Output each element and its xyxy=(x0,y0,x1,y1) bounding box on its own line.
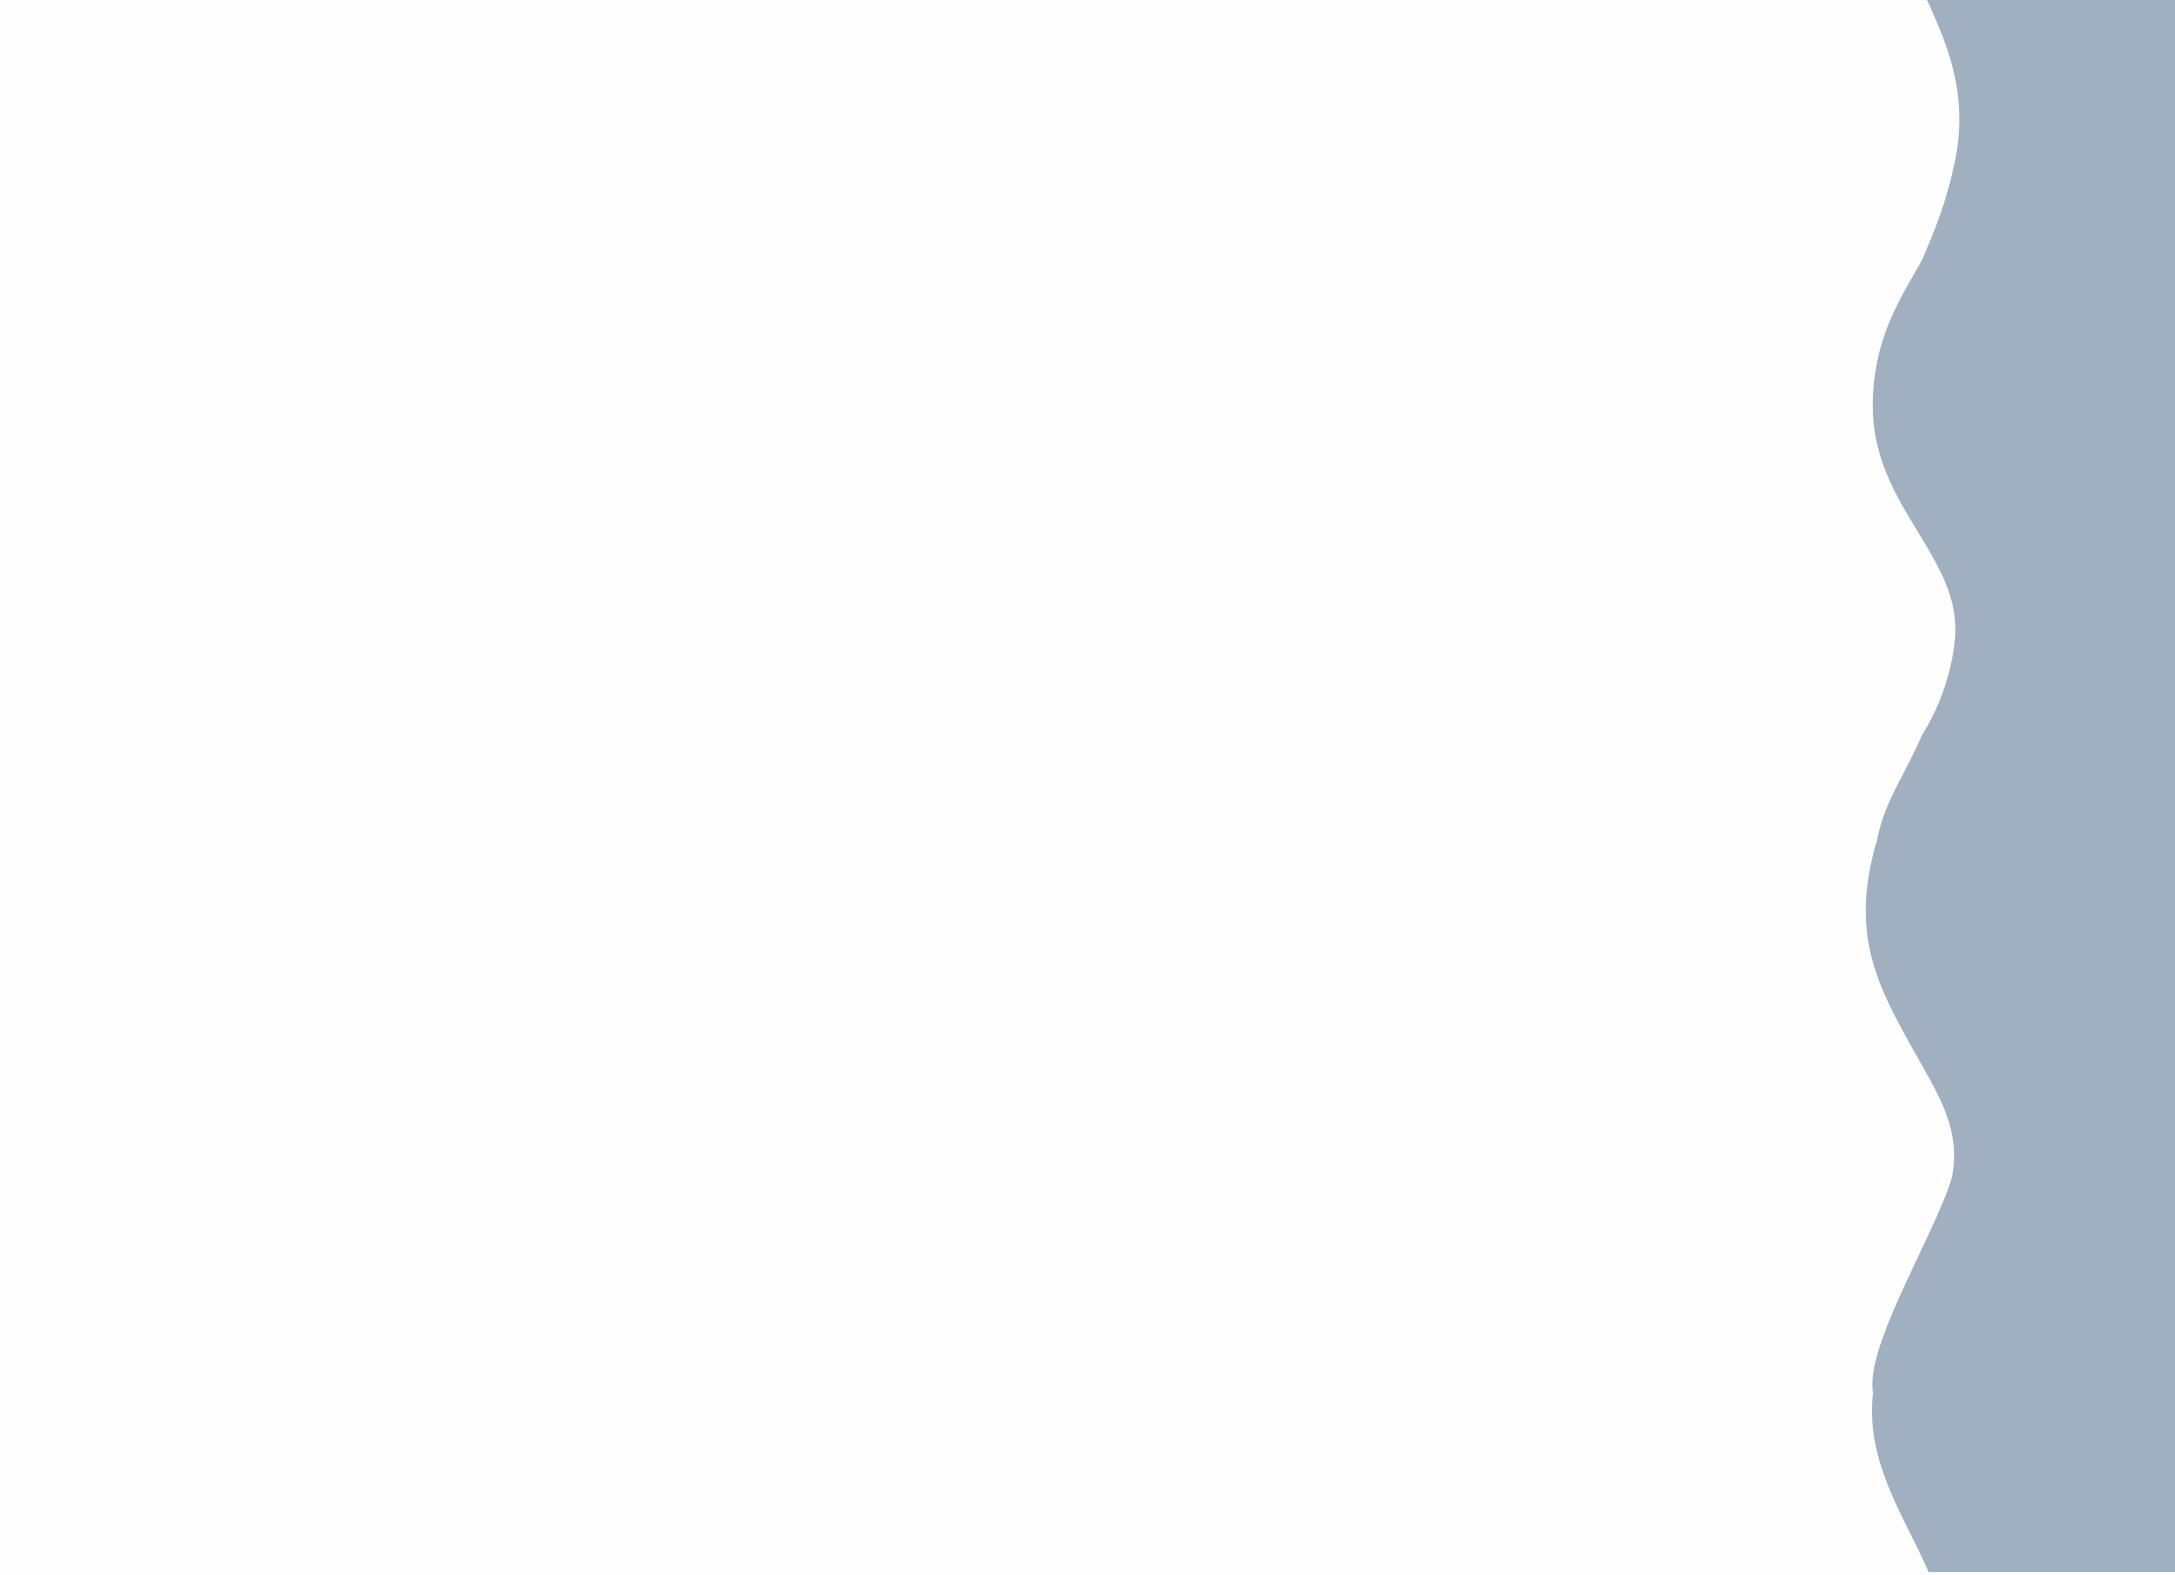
wavy-panel-shape xyxy=(1865,0,2175,1575)
bottom-edge-strip xyxy=(0,1572,2175,1575)
